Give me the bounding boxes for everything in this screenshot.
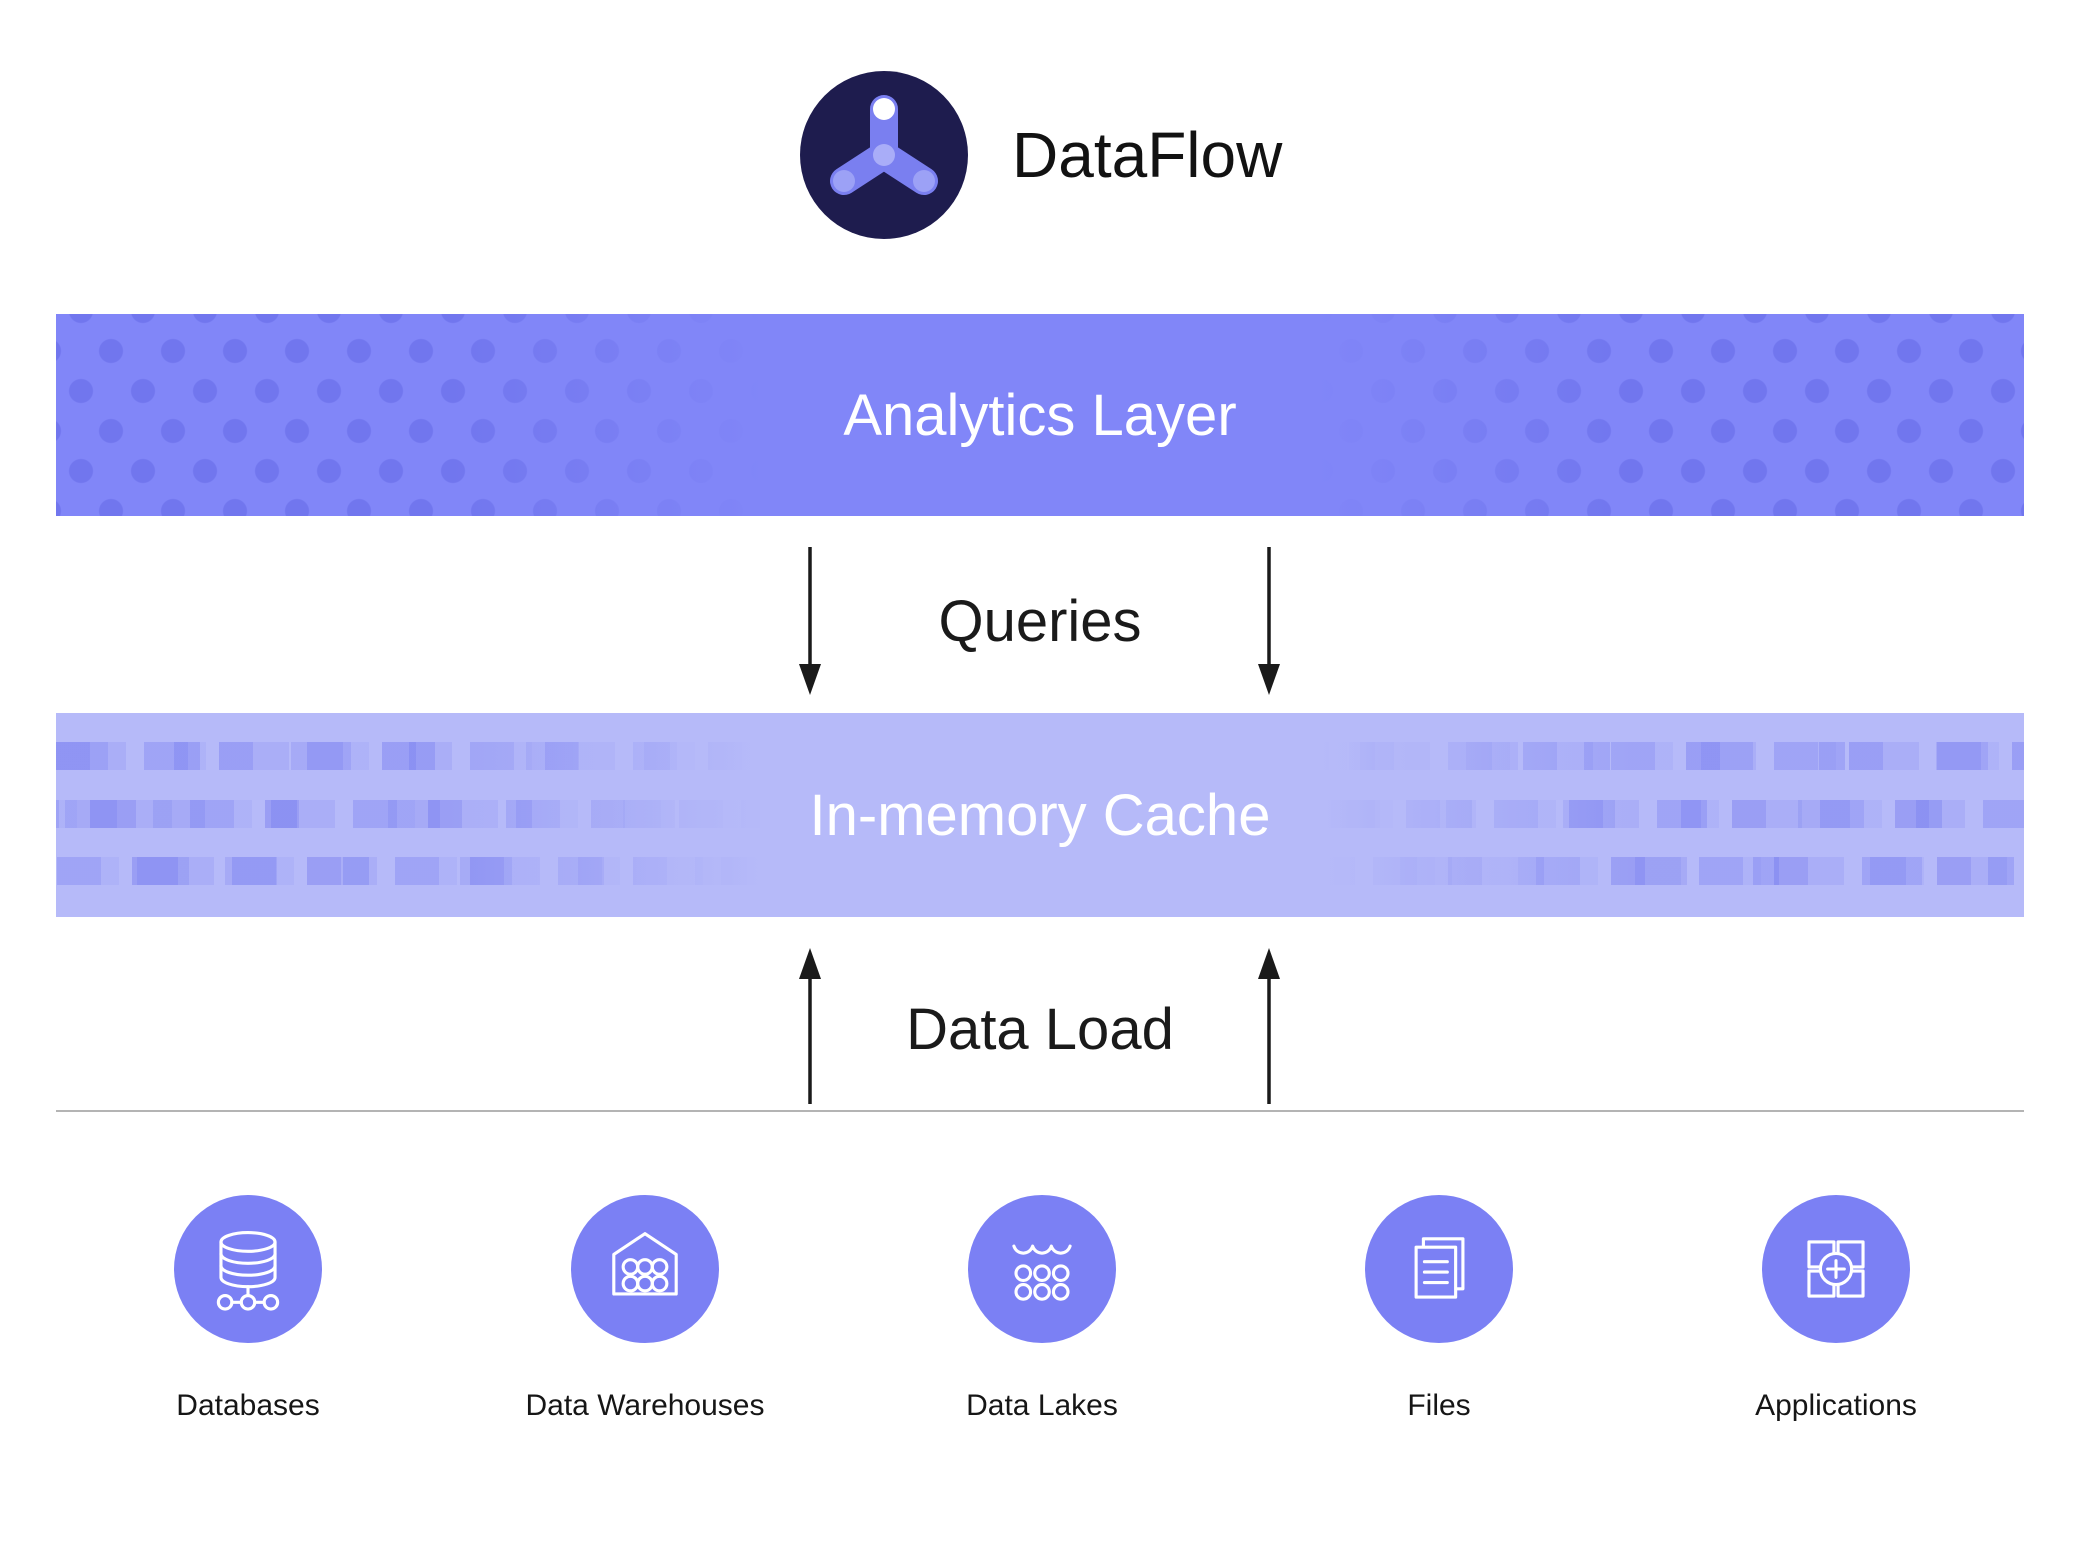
down-arrow-icon <box>795 547 825 695</box>
data-lake-icon <box>968 1195 1116 1343</box>
up-arrow-icon <box>1254 948 1284 1104</box>
dot-pattern-fade <box>56 314 2024 516</box>
memory-pattern-fade <box>56 713 2024 917</box>
dataflow-logo-icon <box>800 71 968 239</box>
queries-label: Queries <box>938 589 1142 654</box>
analytics-layer-label: Analytics Layer <box>843 382 1237 448</box>
source-label: Data Warehouses <box>525 1389 765 1422</box>
files-icon <box>1365 1195 1513 1343</box>
data-load-label: Data Load <box>906 997 1174 1062</box>
source-label: Data Lakes <box>966 1389 1118 1422</box>
source-label: Databases <box>176 1389 320 1422</box>
in-memory-cache-band: In-memory Cache <box>56 713 2024 917</box>
database-icon <box>174 1195 322 1343</box>
source-data-lakes: Data Lakes <box>862 1195 1222 1423</box>
source-applications: Applications <box>1656 1195 2016 1423</box>
warehouse-icon <box>571 1195 719 1343</box>
in-memory-cache-label: In-memory Cache <box>809 782 1271 848</box>
header: DataFlow <box>800 71 1282 239</box>
app-title: DataFlow <box>1012 119 1283 191</box>
source-databases: Databases <box>68 1195 428 1423</box>
source-files: Files <box>1259 1195 1619 1423</box>
analytics-layer-band: Analytics Layer <box>56 314 2024 516</box>
up-arrow-icon <box>795 948 825 1104</box>
source-label: Files <box>1407 1389 1471 1422</box>
divider-line <box>56 1110 2024 1112</box>
source-data-warehouses: Data Warehouses <box>465 1195 825 1423</box>
down-arrow-icon <box>1254 547 1284 695</box>
source-label: Applications <box>1755 1389 1917 1422</box>
applications-icon <box>1762 1195 1910 1343</box>
